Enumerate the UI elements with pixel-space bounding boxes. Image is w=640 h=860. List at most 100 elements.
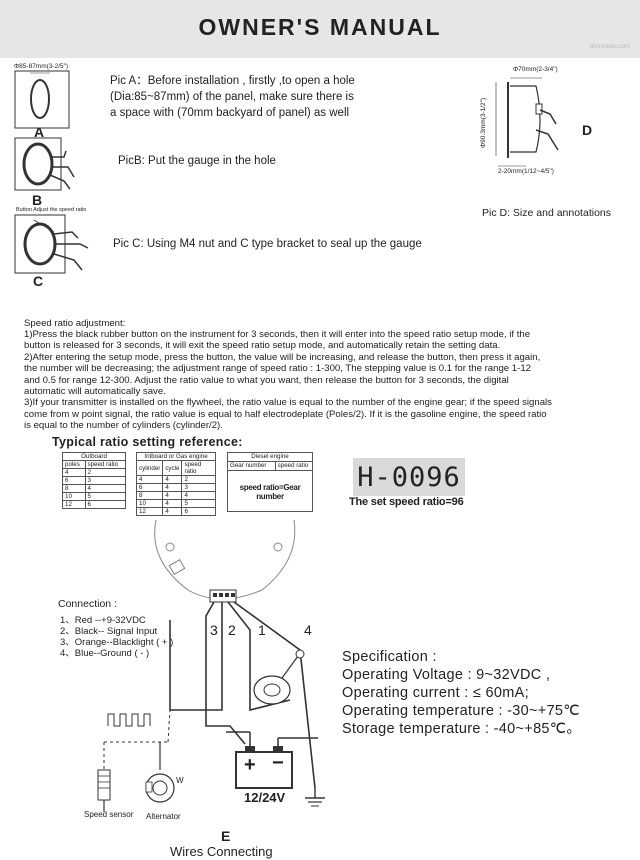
- battery-minus: −: [272, 752, 284, 774]
- pic-d-label: D: [582, 122, 593, 138]
- table-header: Gear number: [228, 462, 276, 470]
- table-cell: 10: [135, 499, 164, 508]
- wire-number-3: 3: [210, 622, 218, 638]
- inboard-title: Intboard or Gas engine: [136, 452, 216, 461]
- instruction-line: and 0.5 for range 12-300. Adjust the rat…: [24, 374, 509, 386]
- instruction-line: 1)Press the black rubber button on the i…: [24, 329, 531, 340]
- header-bar: [0, 0, 640, 58]
- pic-b-text: PicB: Put the gauge in the hole: [118, 155, 276, 167]
- lcd-caption: The set speed ratio=96: [349, 496, 464, 508]
- wire-number-2: 2: [228, 622, 236, 638]
- pic-c-text: Pic C: Using M4 nut and C type bracket t…: [113, 238, 422, 250]
- diesel-formula: speed ratio=Gear number: [239, 483, 301, 501]
- instruction-line: 3)If your transmitter is installed on th…: [24, 397, 552, 409]
- pic-e-caption: Wires Connecting: [170, 844, 273, 859]
- table-cell: 5: [84, 492, 126, 501]
- table-header: cylinder: [135, 460, 164, 476]
- instruction-line: come from w point signal, the ratio valu…: [24, 408, 547, 420]
- pic-a-text: Pic A：Before installation , firstly ,to …: [110, 74, 355, 121]
- table-cell: 8: [135, 491, 164, 500]
- pic-b-label: B: [32, 192, 43, 208]
- instruction-line: the number will be decreasing; the adjus…: [24, 363, 532, 375]
- alternator-label: Alternator: [146, 812, 181, 821]
- spec-line: Storage temperature : -40~+85℃。: [342, 721, 582, 737]
- pic-a-illustration: [14, 70, 70, 129]
- connection-item: 1、Red --+9-32VDC: [60, 615, 146, 626]
- table-cell: 4: [162, 499, 183, 508]
- connection-title: Connection :: [58, 598, 117, 610]
- table-cell: 3: [181, 483, 216, 492]
- pic-d-bottom-dimension: 2-20mm(1/12~4/5"): [498, 168, 554, 175]
- watermark: dixinmeter.com: [589, 44, 630, 50]
- connection-item: 4、Blue--Ground ( - ): [60, 648, 150, 659]
- table-header: speed ratio: [277, 462, 309, 469]
- table-cell: 4: [162, 483, 183, 492]
- wire-number-1: 1: [258, 622, 266, 638]
- pic-b-illustration: [14, 137, 75, 191]
- pic-a-dimension: Φ85-87mm(3-2/5"): [14, 63, 69, 70]
- table-cell: 12: [135, 507, 164, 516]
- page-title: OWNER'S MANUAL: [198, 14, 442, 40]
- pic-d-top-dimension: Φ70mm(2-3/4"): [513, 66, 558, 73]
- battery-plus: +: [244, 754, 256, 776]
- table-cell: 6: [84, 500, 126, 509]
- spec-line: Operating current : ≤ 60mA;: [342, 685, 529, 701]
- table-cell: 4: [135, 475, 164, 484]
- instruction-line: automatic will automatically save.: [24, 386, 166, 398]
- alternator-w-label: W: [176, 776, 184, 785]
- pic-a-label: A: [34, 124, 45, 140]
- spec-line: Operating Voltage : 9~32VDC ,: [342, 667, 551, 683]
- pic-a-line: Pic A：Before installation , firstly ,to …: [110, 75, 355, 87]
- table-cell: 4: [62, 468, 86, 477]
- table-header: poles: [62, 460, 86, 469]
- connection-list: 1、Red --+9-32VDC 2、Black-- Signal Input …: [60, 615, 173, 659]
- table-cell: 10: [62, 492, 86, 501]
- instructions-title: Speed ratio adjustment:: [24, 318, 126, 329]
- table-cell: 3: [84, 476, 126, 485]
- connection-item: 2、Black-- Signal Input: [60, 626, 158, 637]
- battery-voltage: 12/24V: [244, 790, 286, 805]
- pic-a-line: a space with (70mm backyard of panel) as…: [110, 107, 350, 119]
- diesel-box: Diesel engine Gear number speed ratio sp…: [227, 452, 313, 512]
- instruction-line: button is released for 3 seconds, it wil…: [24, 340, 501, 352]
- table-cell: 4: [162, 475, 183, 484]
- connection-item: 3、Orange--Blacklight ( + ): [60, 637, 174, 648]
- speed-sensor-label: Speed sensor: [84, 810, 134, 819]
- table-cell: 8: [62, 484, 86, 493]
- table-cell: 2: [84, 468, 126, 477]
- table-header: speed ratio: [181, 460, 216, 476]
- lcd-display: H-0096: [353, 458, 465, 496]
- instruction-line: 2)After entering the setup mode, press t…: [24, 351, 541, 363]
- spec-line: Operating temperature : -30~+75℃: [342, 703, 580, 719]
- table-cell: 4: [84, 484, 126, 493]
- pic-e-label: E: [221, 828, 231, 844]
- table-cell: 5: [181, 499, 216, 508]
- table-cell: 4: [162, 491, 183, 500]
- table-cell: 6: [135, 483, 164, 492]
- wire-number-4: 4: [304, 622, 312, 638]
- pic-d-text: Pic D: Size and annotations: [482, 207, 611, 219]
- pic-c-illustration: [14, 214, 89, 274]
- table-header: speed ratio: [84, 460, 126, 469]
- wiring-diagram: [97, 520, 325, 812]
- pic-a-line: (Dia:85~87mm) of the panel, make sure th…: [110, 91, 354, 103]
- pic-d-illustration: [495, 77, 559, 167]
- spec-title: Specification :: [342, 649, 437, 665]
- diesel-title: Diesel engine: [228, 453, 312, 462]
- table-cell: 6: [181, 507, 216, 516]
- instructions-body: 1)Press the black rubber button on the i…: [24, 329, 552, 432]
- outboard-title: Outboard: [62, 452, 126, 461]
- instruction-line: is equal to the number of cylinders (cyl…: [24, 420, 223, 432]
- pic-c-button-note: Button Adjust the speed ratio: [16, 207, 87, 213]
